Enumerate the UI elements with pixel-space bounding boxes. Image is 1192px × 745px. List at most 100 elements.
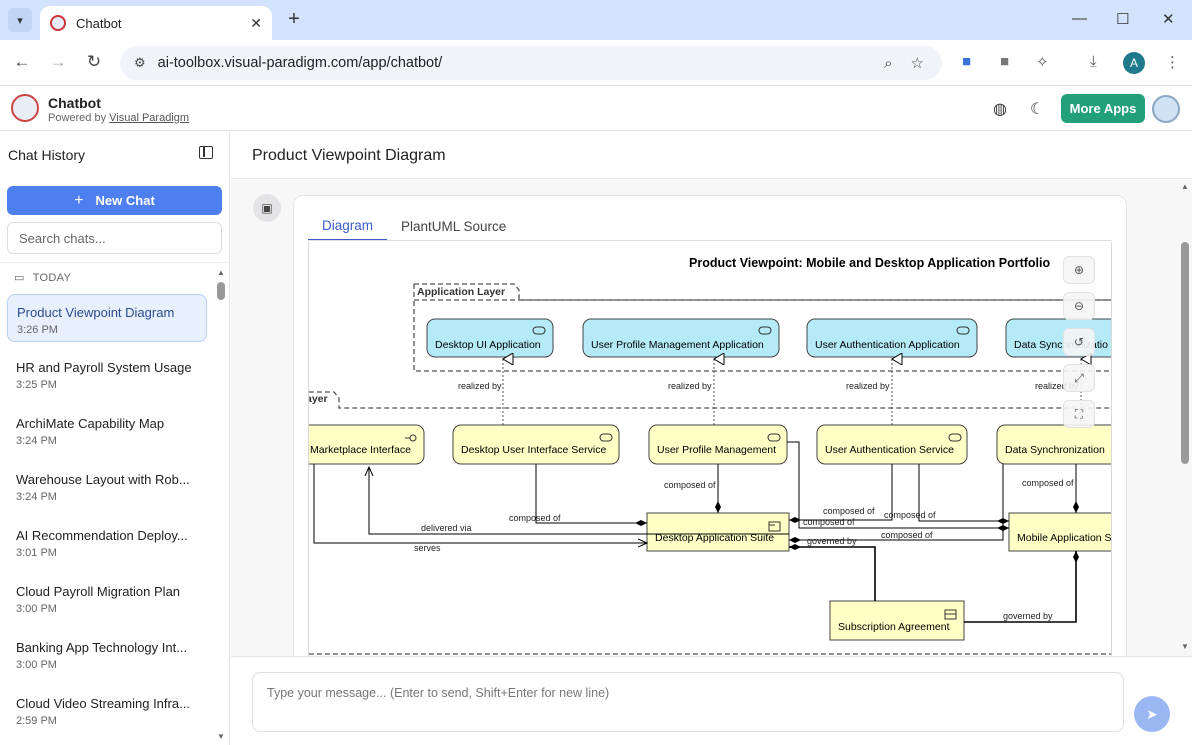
svg-text:Marketplace Interface: Marketplace Interface xyxy=(310,444,411,456)
tab-plantuml-source[interactable]: PlantUML Source xyxy=(387,211,520,241)
bookmark-star-icon[interactable]: ☆ xyxy=(910,55,924,72)
puzzle-icon[interactable]: ✧ xyxy=(1036,54,1049,71)
business-service[interactable]: User Authentication Service xyxy=(816,424,968,465)
list-item[interactable]: Banking App Technology Int...3:00 PM xyxy=(16,640,188,671)
forward-icon[interactable]: → xyxy=(49,52,67,71)
svg-text:Data Synchronization: Data Synchronization xyxy=(1005,444,1105,456)
chat-area: ▣ Diagram PlantUML Source xyxy=(231,180,1192,656)
relation-label: realized by xyxy=(458,381,502,391)
extension2-icon[interactable]: ■ xyxy=(1000,53,1010,70)
relation-label: composed of xyxy=(884,510,936,520)
browser-toolbar: ← → ↻ ⚙ ai-toolbox.visual-paradigm.com/a… xyxy=(0,40,1192,86)
message-input[interactable] xyxy=(252,672,1124,732)
browser-tab[interactable]: Chatbot ✕ xyxy=(40,6,272,40)
svg-text:User Profile Management: User Profile Management xyxy=(657,444,776,456)
new-chat-label: New Chat xyxy=(95,193,155,208)
url-text: ai-toolbox.visual-paradigm.com/app/chatb… xyxy=(157,55,443,71)
relation-label: composed of xyxy=(803,517,855,527)
relation-label: composed of xyxy=(509,513,561,523)
product[interactable]: Desktop Application Suite xyxy=(646,512,790,552)
archimate-diagram: Product Viewpoint: Mobile and Desktop Ap… xyxy=(309,256,1112,655)
sidebar-toggle-icon[interactable] xyxy=(199,146,213,159)
zoom-out-icon[interactable]: ⊖ xyxy=(1063,292,1095,320)
menu-icon[interactable]: ⋮ xyxy=(1165,54,1180,71)
tab-search-icon[interactable]: ▾ xyxy=(8,8,32,32)
site-info-icon[interactable]: ⚙ xyxy=(134,55,146,70)
app-subtitle: Powered by Visual Paradigm xyxy=(48,112,189,124)
product[interactable]: Mobile Application S xyxy=(1008,512,1112,552)
business-service[interactable]: Data Synchronization xyxy=(996,424,1112,465)
business-service[interactable]: User Profile Management xyxy=(648,424,788,465)
contract[interactable]: Subscription Agreement xyxy=(829,600,965,641)
application-layer-group xyxy=(413,299,1111,372)
close-window-icon[interactable]: ✕ xyxy=(1162,11,1175,28)
minimize-icon[interactable]: — xyxy=(1072,10,1087,27)
new-chat-button[interactable]: + New Chat xyxy=(7,186,222,215)
app-component[interactable]: User Authentication Application xyxy=(806,318,978,358)
download-icon[interactable]: ⤓ xyxy=(1090,53,1097,70)
main-scrollbar[interactable]: ▲ ▼ xyxy=(1181,182,1189,651)
relation-label: composed of xyxy=(881,530,933,540)
send-icon: ➤ xyxy=(1146,705,1158,722)
diagram-canvas[interactable]: Product Viewpoint: Mobile and Desktop Ap… xyxy=(308,242,1112,656)
extension-icon[interactable]: ■ xyxy=(962,53,972,70)
fit-icon[interactable]: ⤢ xyxy=(1063,364,1095,392)
diagram-tabs: Diagram PlantUML Source xyxy=(308,211,520,241)
back-icon[interactable]: ← xyxy=(13,52,31,71)
more-apps-button[interactable]: More Apps xyxy=(1061,94,1145,123)
send-button[interactable]: ➤ xyxy=(1134,696,1170,732)
relation-lines xyxy=(313,441,1079,623)
relation-label: delivered via xyxy=(421,523,472,533)
realization-relations xyxy=(503,359,1081,425)
reload-icon[interactable]: ↻ xyxy=(86,52,102,71)
globe-icon[interactable]: ◍ xyxy=(993,101,1007,118)
group-label: ▭TODAY xyxy=(14,272,72,284)
tabs-divider xyxy=(308,240,1112,241)
moon-icon[interactable]: ☾ xyxy=(1030,101,1045,118)
search-chats-input[interactable] xyxy=(7,222,222,254)
list-item[interactable]: Cloud Video Streaming Infra...2:59 PM xyxy=(16,696,190,727)
reset-zoom-icon[interactable]: ↺ xyxy=(1063,328,1095,356)
new-tab-icon[interactable]: + xyxy=(288,8,300,30)
profile-avatar[interactable]: A xyxy=(1123,52,1145,74)
list-item[interactable]: AI Recommendation Deploy...3:01 PM xyxy=(16,528,188,559)
svg-text:User Authentication Service: User Authentication Service xyxy=(825,444,954,456)
relation-label: composed of xyxy=(823,506,875,516)
message-composer: ➤ xyxy=(231,656,1192,745)
svg-text:Desktop User Interface Service: Desktop User Interface Service xyxy=(461,444,606,456)
bot-avatar-icon[interactable] xyxy=(1152,95,1180,123)
address-bar[interactable]: ⚙ ai-toolbox.visual-paradigm.com/app/cha… xyxy=(120,46,942,80)
sidebar-scrollbar[interactable]: ▲ ▼ xyxy=(217,268,225,741)
app-component[interactable]: Desktop UI Application xyxy=(426,318,554,358)
main-header: Product Viewpoint Diagram xyxy=(231,132,1192,179)
divider xyxy=(0,262,229,263)
relation-label: composed of xyxy=(1022,478,1074,488)
tab-diagram[interactable]: Diagram xyxy=(308,211,388,241)
svg-text:Desktop Application Suite: Desktop Application Suite xyxy=(655,532,774,544)
maximize-icon[interactable]: ☐ xyxy=(1116,11,1130,28)
app-component[interactable]: User Profile Management Application xyxy=(582,318,780,358)
relation-label: realized by xyxy=(1035,381,1079,391)
zoom-icon[interactable]: ⌕ xyxy=(884,54,893,72)
tab-title: Chatbot xyxy=(76,15,122,31)
subtitle-prefix: Powered by xyxy=(48,112,107,124)
business-service[interactable]: Marketplace Interface xyxy=(309,424,425,465)
fullscreen-icon[interactable]: ⛶ xyxy=(1063,400,1095,428)
relation-label: realized by xyxy=(668,381,712,391)
relation-label: realized by xyxy=(846,381,890,391)
close-tab-icon[interactable]: ✕ xyxy=(250,14,262,31)
diagram-card: Diagram PlantUML Source Produc xyxy=(293,195,1127,656)
favicon-icon xyxy=(50,15,66,31)
business-service[interactable]: Desktop User Interface Service xyxy=(452,424,620,465)
app-header: Chatbot Powered by Visual Paradigm ◍ ☾ M… xyxy=(0,87,1192,131)
svg-text:User Authentication Applicatio: User Authentication Application xyxy=(815,339,960,351)
app-logo-icon xyxy=(11,94,39,122)
list-item[interactable]: Warehouse Layout with Rob...3:24 PM xyxy=(16,472,190,503)
visual-paradigm-link[interactable]: Visual Paradigm xyxy=(109,112,190,124)
zoom-in-icon[interactable]: ⊕ xyxy=(1063,256,1095,284)
